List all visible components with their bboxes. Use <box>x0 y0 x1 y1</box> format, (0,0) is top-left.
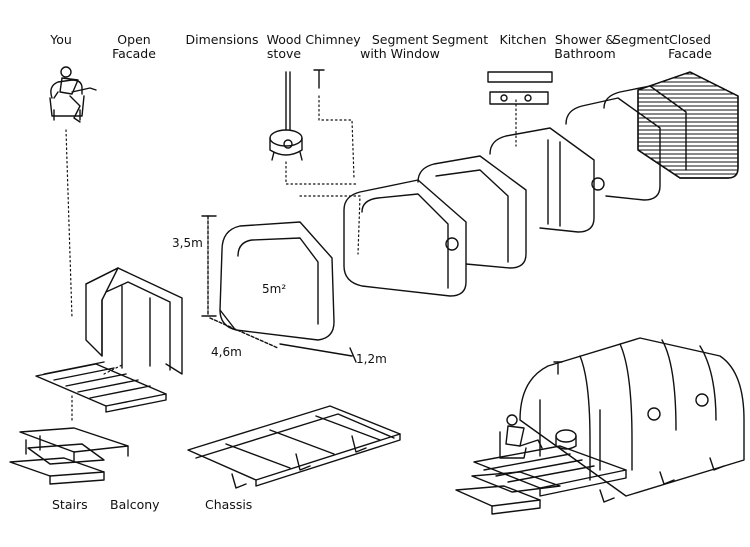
label-wood-stove-line: Wood <box>266 32 302 47</box>
open-facade-piece <box>85 267 183 375</box>
wood-stove-icon <box>269 71 303 161</box>
dimension-area: 5m² <box>262 282 287 296</box>
label-segment-2: Segment <box>613 33 669 47</box>
dimension-height: 3,5m <box>172 236 203 250</box>
label-closed-facade-line: Closed <box>669 32 711 47</box>
dimensions-segment <box>201 215 357 363</box>
label-wood-stove: Wood stove <box>267 33 302 61</box>
dimension-depth: 1,2m <box>356 352 387 366</box>
kitchen-segment <box>487 71 595 233</box>
stairs-piece <box>9 427 129 485</box>
label-dimensions: Dimensions <box>186 33 259 47</box>
closed-facade-piece <box>637 71 739 179</box>
label-dimensions-line: Dimensions <box>185 32 259 47</box>
balcony-deck <box>35 361 167 413</box>
assembled-cabin <box>455 337 745 515</box>
label-you: You <box>50 33 72 47</box>
label-shower-bathroom-line: Shower & <box>554 32 616 47</box>
label-segment-1-line: Segment <box>431 32 489 47</box>
label-open-facade: Open Facade <box>112 33 156 61</box>
assembly-guide-lines <box>65 95 517 421</box>
person-in-armchair-icon <box>49 66 97 123</box>
label-balcony: Balcony <box>110 497 160 512</box>
label-shower-bathroom: Shower & Bathroom <box>554 33 615 61</box>
label-segment-with-window-line: with Window <box>360 46 440 61</box>
chimney-cap-icon <box>313 69 325 89</box>
label-segment-1: Segment <box>432 33 488 47</box>
label-segment-with-window-line: Segment <box>371 32 429 47</box>
dimension-width: 4,6m <box>211 345 242 359</box>
label-open-facade-line: Open <box>117 32 151 47</box>
label-chimney-line: Chimney <box>305 32 361 47</box>
label-closed-facade-line: Facade <box>668 46 712 61</box>
label-chimney: Chimney <box>305 33 360 47</box>
label-kitchen: Kitchen <box>500 33 547 47</box>
label-stairs: Stairs <box>52 497 88 512</box>
label-you-line: You <box>50 32 72 47</box>
label-wood-stove-line: stove <box>266 46 302 61</box>
label-shower-bathroom-line: Bathroom <box>554 46 616 61</box>
segment-with-window <box>343 179 467 297</box>
label-segment-2-line: Segment <box>612 32 670 47</box>
label-open-facade-line: Facade <box>112 46 156 61</box>
label-segment-with-window: Segment with Window <box>360 33 440 61</box>
segment-1 <box>417 155 527 269</box>
label-closed-facade: Closed Facade <box>668 33 712 61</box>
label-kitchen-line: Kitchen <box>499 32 547 47</box>
chassis-piece <box>187 405 401 489</box>
label-chassis: Chassis <box>205 497 253 512</box>
